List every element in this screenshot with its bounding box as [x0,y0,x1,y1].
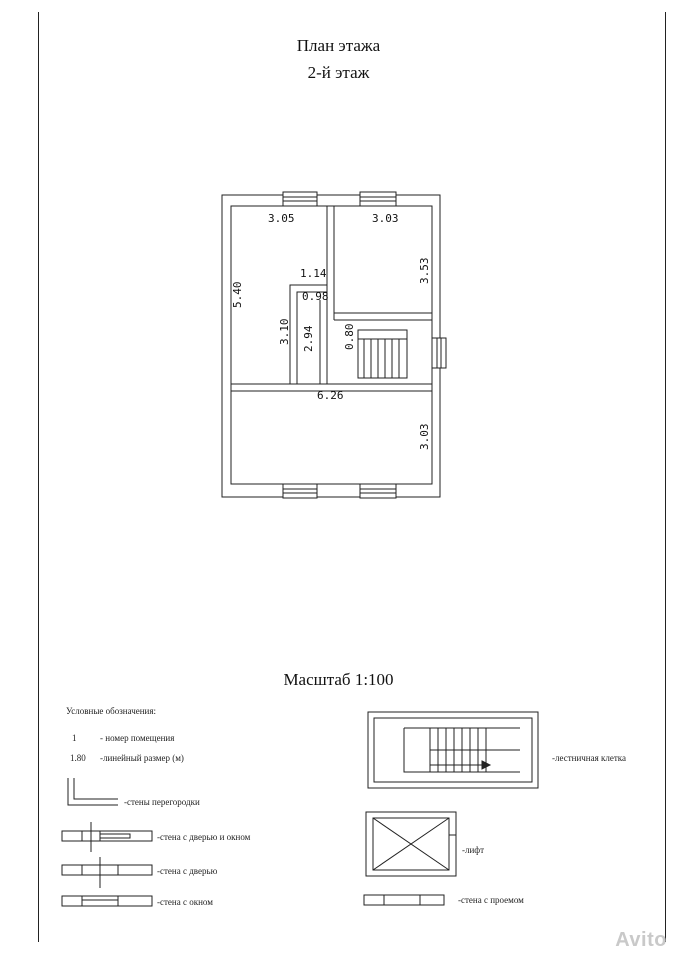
dim-corridor-width: 1.14 [300,267,327,280]
legend-staircase-symbol [367,711,539,789]
interior-walls [231,206,432,392]
window-bottom-left [282,483,318,499]
dim-right-room-height: 3.53 [418,258,431,285]
legend-partitions-label: -стены перегородки [124,797,200,807]
dim-left-height: 5.40 [231,282,244,309]
legend-partition-symbol [67,778,118,806]
dim-stair-width: 0.80 [343,324,356,351]
window-right [431,337,447,369]
dim-bath-width: 0.98 [302,290,329,303]
legend-dimension-label: -линейный размер (м) [100,753,184,763]
floor-subtitle: 2-й этаж [307,63,370,82]
legend-title: Условные обозначения: [66,706,157,716]
avito-watermark: Avito [615,929,667,951]
window-bottom-right [359,483,397,499]
dim-bottom-room-height: 3.03 [418,424,431,451]
dim-top-left-room: 3.05 [268,212,295,225]
legend-room-number-sample: 1 [72,733,77,743]
legend-elevator-symbol [365,811,457,877]
drawing-frame [38,12,666,942]
legend-door-window-label: -стена с дверью и окном [157,832,251,842]
window-top-right [359,191,397,207]
legend-opening-label: -стена с проемом [458,895,524,905]
legend-elevator-label: -лифт [462,845,485,855]
dim-hall-height: 3.10 [278,319,291,346]
legend-door-window-symbol [61,822,153,852]
dim-bath-height: 2.94 [302,325,315,352]
legend-window-symbol [61,895,153,907]
legend-staircase-label: -лестничная клетка [552,753,627,763]
page-title: План этажа [296,36,381,55]
staircase [357,329,408,379]
legend-window-label: -стена с окном [157,897,213,907]
legend-room-number-label: - номер помещения [100,733,175,743]
scale-label: Масштаб 1:100 [283,670,394,689]
window-top-left [282,191,318,207]
legend-door-label: -стена с дверью [157,866,218,876]
dim-top-right-room: 3.03 [372,212,399,225]
dim-bottom-width: 6.26 [317,389,344,402]
legend-dimension-sample: 1.80 [70,753,86,763]
legend-opening-symbol [363,894,445,906]
legend-door-symbol [61,857,153,888]
